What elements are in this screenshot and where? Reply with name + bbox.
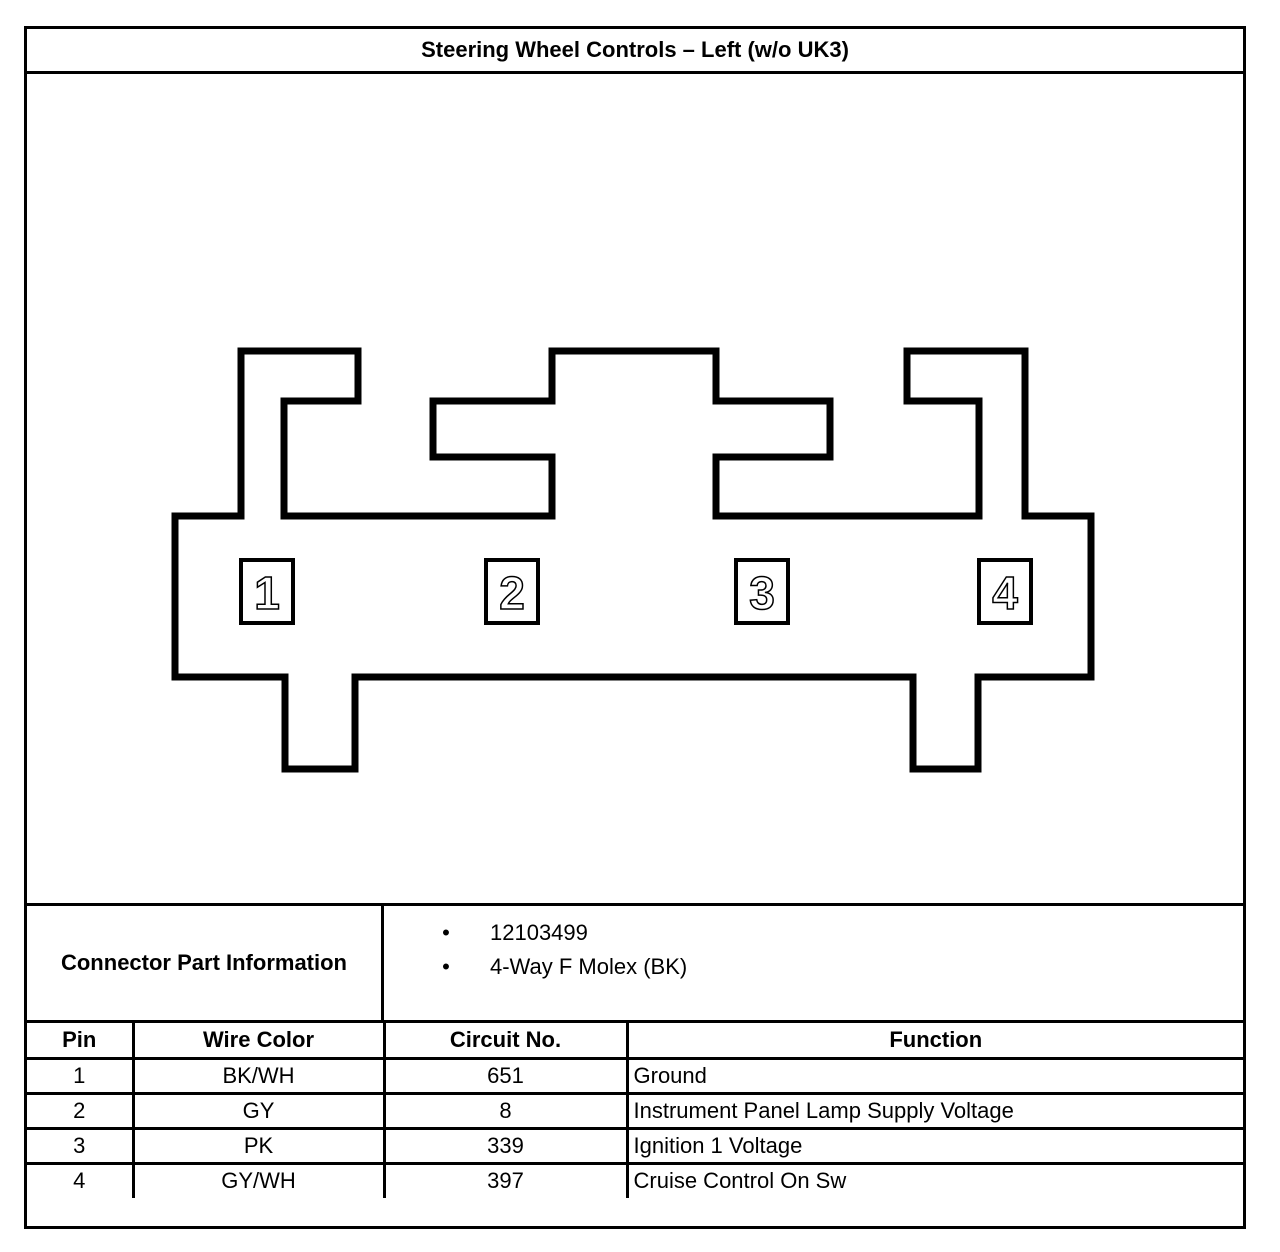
function-cell: Ignition 1 Voltage [625, 1126, 1243, 1165]
pin-cell: 2 [27, 1091, 135, 1130]
function-cell: Cruise Control On Sw [625, 1161, 1243, 1198]
connector-info-item: • 4-Way F Molex (BK) [439, 950, 687, 984]
circuit-no-cell: 339 [382, 1126, 629, 1165]
table-row: 3 PK 339 Ignition 1 Voltage [27, 1126, 1243, 1165]
wire-color-cell: GY [131, 1091, 386, 1130]
wire-color-cell: PK [131, 1126, 386, 1165]
bullet-icon: • [442, 954, 450, 979]
pin-2-cavity: 2 [484, 558, 540, 625]
column-header-function: Function [625, 1023, 1243, 1060]
part-number: 12103499 [490, 920, 588, 945]
pin-table: Pin Wire Color Circuit No. Function 1 BK… [27, 1023, 1243, 1198]
circuit-no-cell: 651 [382, 1056, 629, 1095]
pin-2-label: 2 [499, 567, 525, 619]
connector-info-label: Connector Part Information [27, 906, 384, 1020]
pin-1-cavity: 1 [239, 558, 295, 625]
connector-face-drawing: 1 2 3 4 [171, 347, 1095, 773]
connector-diagram: 1 2 3 4 [27, 74, 1243, 906]
column-header-pin: Pin [27, 1023, 135, 1060]
column-header-wire-color: Wire Color [131, 1023, 386, 1060]
connector-info-list: • 12103499 • 4-Way F Molex (BK) [439, 916, 687, 984]
function-cell: Instrument Panel Lamp Supply Voltage [625, 1091, 1243, 1130]
table-row: 4 GY/WH 397 Cruise Control On Sw [27, 1161, 1243, 1198]
pin-cell: 1 [27, 1056, 135, 1095]
pin-3-label: 3 [749, 567, 775, 619]
table-row: 2 GY 8 Instrument Panel Lamp Supply Volt… [27, 1091, 1243, 1130]
connector-info-item: • 12103499 [439, 916, 687, 950]
connector-sheet: Steering Wheel Controls – Left (w/o UK3)… [24, 26, 1246, 1229]
wire-color-cell: GY/WH [131, 1161, 386, 1198]
column-header-circuit-no: Circuit No. [382, 1023, 629, 1060]
connector-type: 4-Way F Molex (BK) [490, 954, 688, 979]
pin-4-cavity: 4 [977, 558, 1033, 625]
bullet-icon: • [442, 920, 450, 945]
pin-cell: 4 [27, 1161, 135, 1198]
wire-color-cell: BK/WH [131, 1056, 386, 1095]
pin-3-cavity: 3 [734, 558, 790, 625]
table-row: 1 BK/WH 651 Ground [27, 1056, 1243, 1095]
function-cell: Ground [625, 1056, 1243, 1095]
circuit-no-cell: 397 [382, 1161, 629, 1198]
pin-4-label: 4 [992, 567, 1018, 619]
pin-cell: 3 [27, 1126, 135, 1165]
table-header-row: Pin Wire Color Circuit No. Function [27, 1023, 1243, 1060]
connector-housing-outline [171, 347, 1095, 773]
connector-part-information: Connector Part Information • 12103499 • … [27, 906, 1243, 1023]
circuit-no-cell: 8 [382, 1091, 629, 1130]
pin-1-label: 1 [254, 567, 280, 619]
page-title: Steering Wheel Controls – Left (w/o UK3) [27, 29, 1243, 74]
